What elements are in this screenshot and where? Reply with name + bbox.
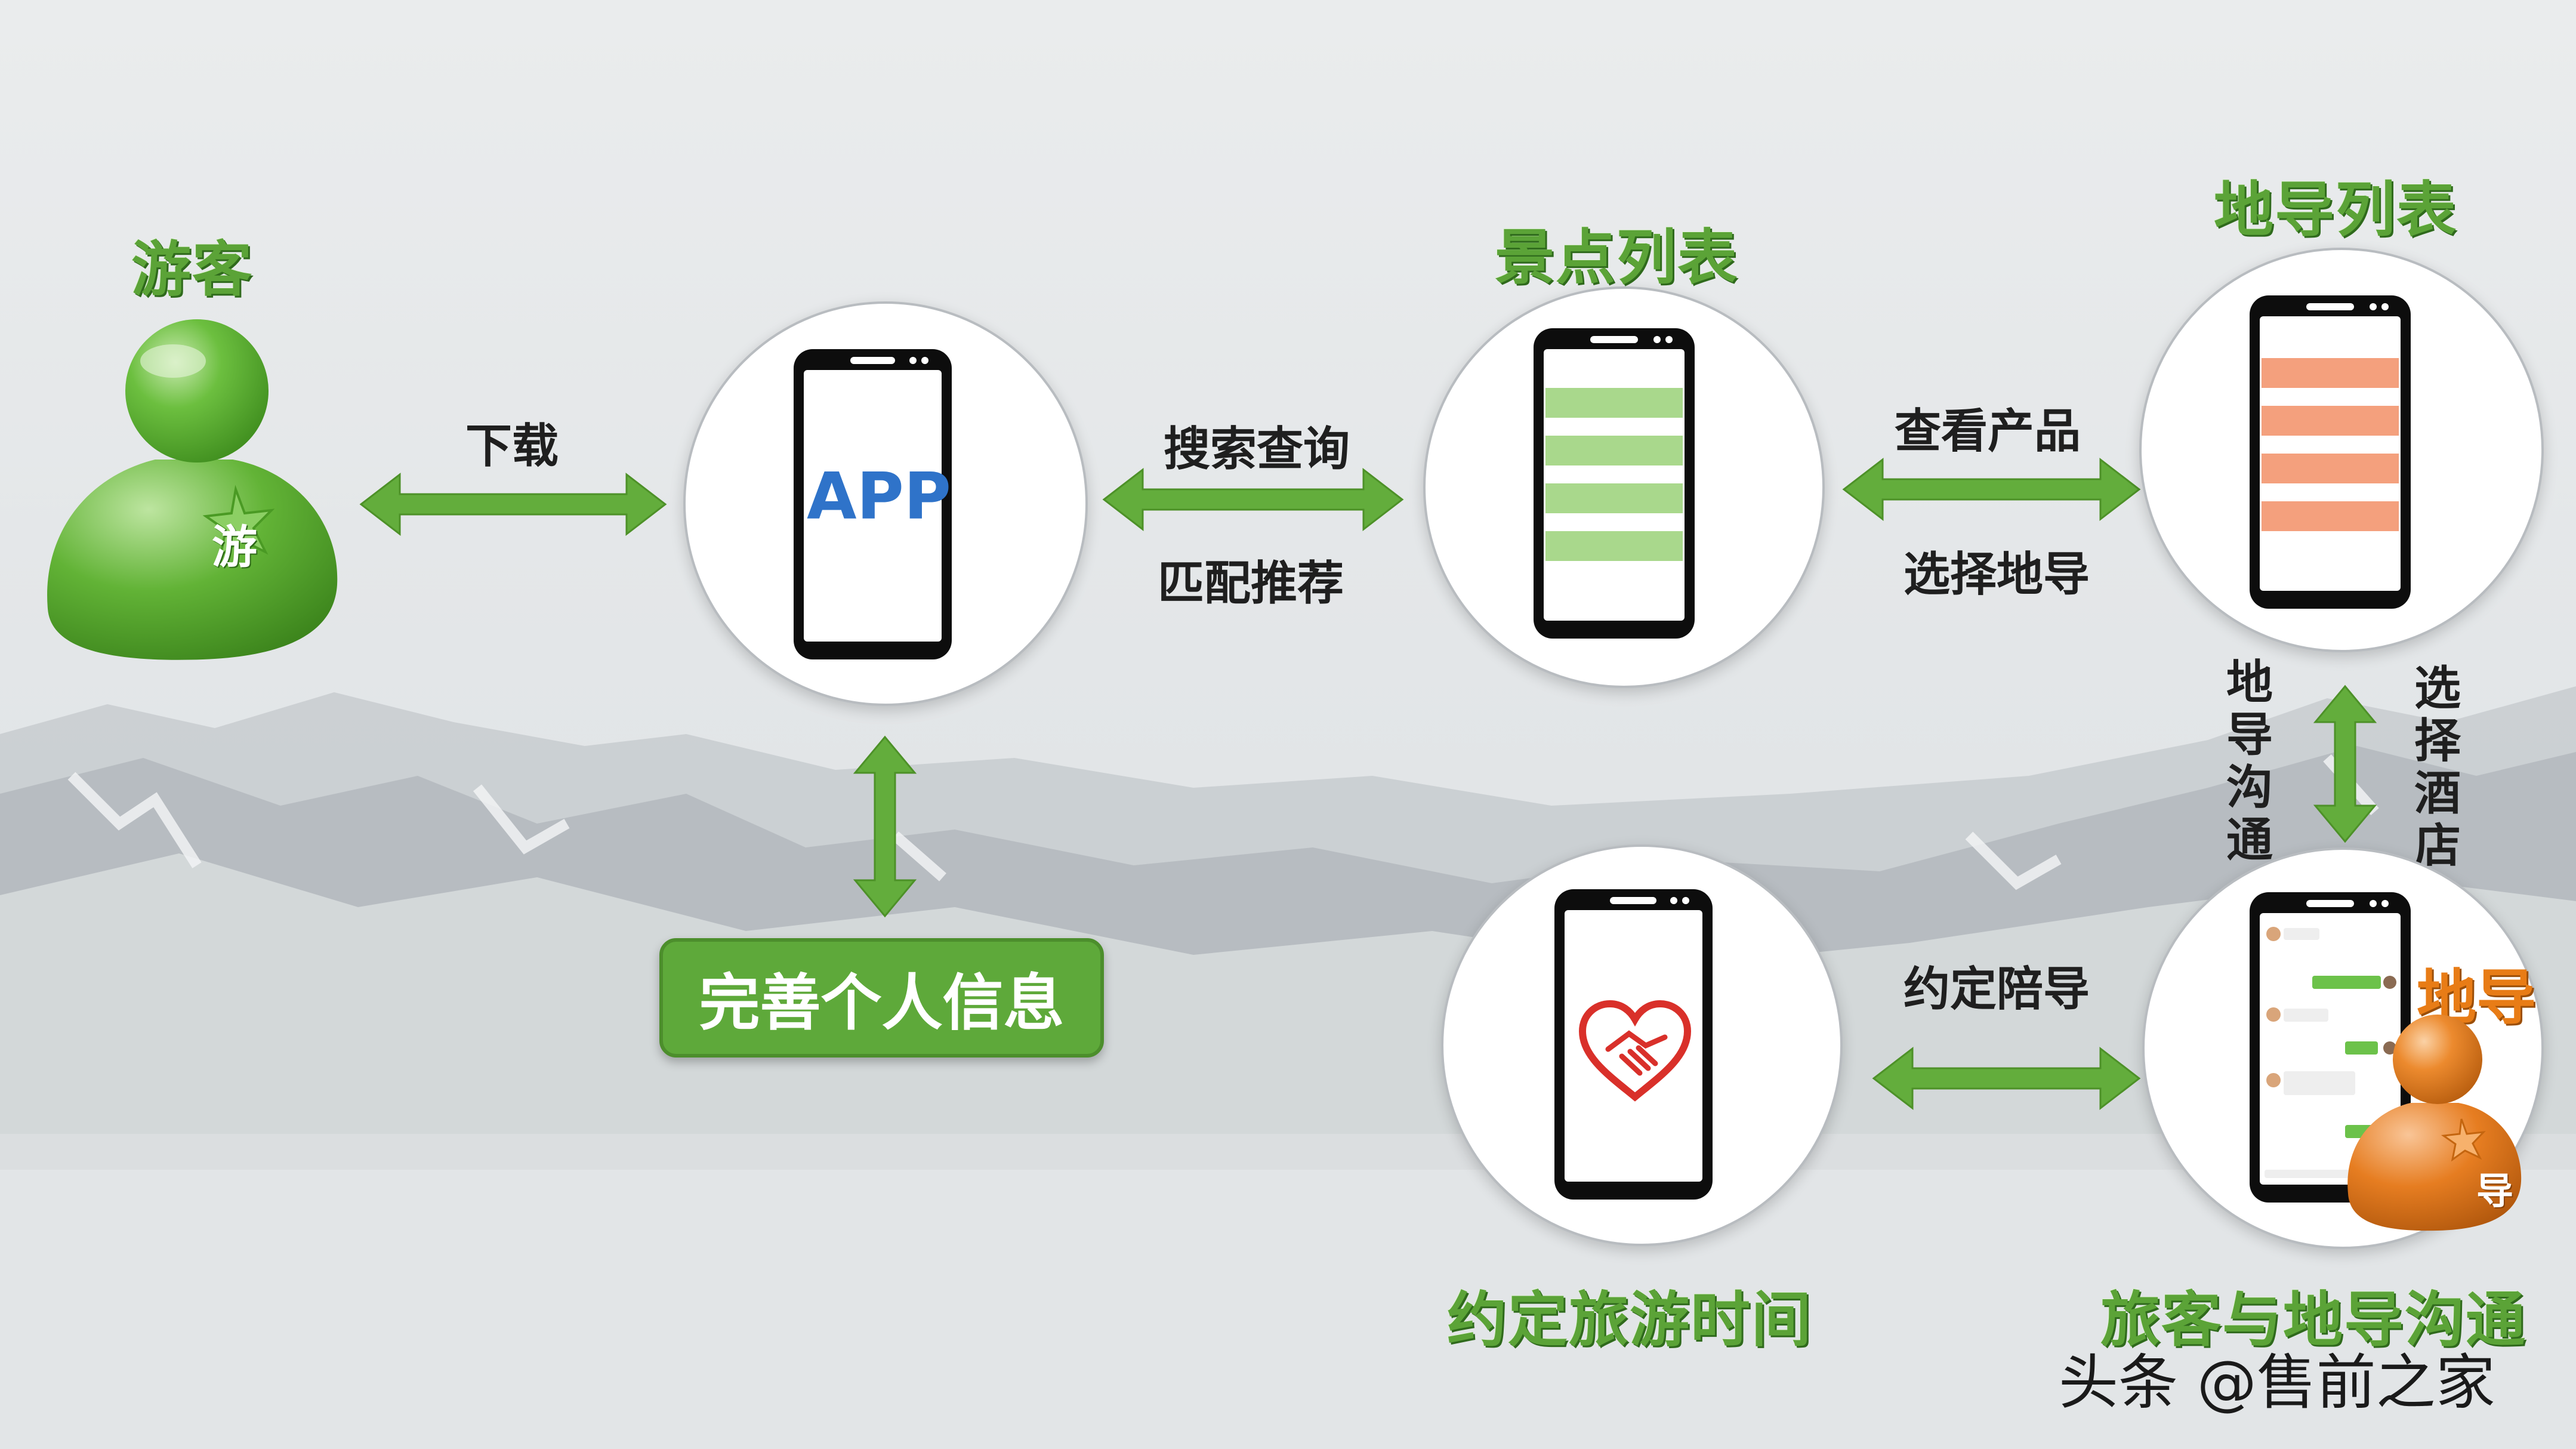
app-screen-text: APP [807,460,951,534]
tourist-badge: 游 [212,520,257,574]
chat-phone-icon [2250,892,2411,1203]
info-arrow [853,735,917,918]
guides-title: 地导列表 [2214,175,2457,245]
chat-title: 旅客与地导沟通 [2100,1285,2526,1355]
guide-contact-label: 地导沟通 [2226,656,2273,867]
spots-title: 景点列表 [1495,223,1738,292]
handshake-heart-icon [1578,1000,1692,1102]
schedule-title: 约定旅游时间 [1447,1285,1812,1355]
app-phone-icon [794,349,952,659]
match-label: 匹配推荐 [1158,557,1344,611]
guides-phone-icon [2250,295,2411,609]
book-guide-arrow [1872,1046,2141,1111]
download-label: 下载 [465,420,559,473]
schedule-phone-icon [1554,889,1713,1200]
download-arrow [359,472,667,537]
book-guide-label: 约定陪导 [1904,963,2090,1016]
products-guide-arrow [1842,457,2141,522]
search-label: 搜索查询 [1164,423,1350,476]
choose-guide-label: 选择地导 [1904,548,2090,602]
watermark-text: 头条 @售前之家 [2059,1348,2495,1417]
tourist-title: 游客 [131,235,253,304]
choose-hotel-label: 选择酒店 [2414,662,2461,873]
search-match-arrow [1102,467,1404,532]
guide-person-icon [2347,1015,2522,1231]
tourist-person-icon [47,319,338,660]
spots-phone-icon [1534,328,1695,639]
guide-person-badge: 导 [2476,1169,2514,1213]
complete-profile-box: 完善个人信息 [659,938,1104,1058]
view-products-label: 查看产品 [1895,405,2081,458]
guide-hotel-arrow [2313,685,2377,843]
